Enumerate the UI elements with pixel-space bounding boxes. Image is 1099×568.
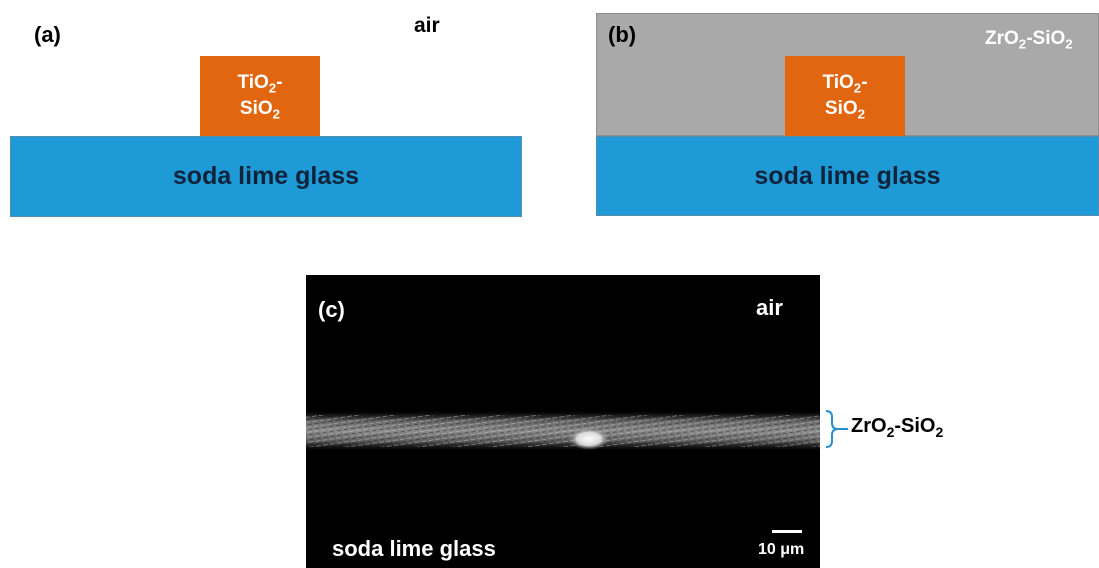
- panel-a-air-label: air: [414, 14, 440, 37]
- panel-b-film-line2: SiO2: [824, 98, 866, 122]
- panel-c-micrograph: (c) air soda lime glass 10 μm: [306, 275, 820, 568]
- panel-a-tio2-sio2-film: TiO2- SiO2: [200, 56, 320, 136]
- zro2-sio2-layer-label: ZrO2-SiO2: [851, 415, 944, 440]
- panel-b-label: (b): [608, 22, 637, 47]
- panel-c-label: (c): [318, 297, 345, 322]
- scale-bar: [772, 530, 802, 533]
- panel-b-tio2-sio2-film: TiO2- SiO2: [785, 56, 905, 136]
- panel-b-film-line1: TiO2-: [822, 72, 868, 96]
- micrograph-image: [306, 410, 820, 452]
- panel-a-film-line2: SiO2: [239, 98, 281, 122]
- panel-b-substrate-label: soda lime glass: [754, 161, 941, 190]
- bright-particle: [569, 428, 609, 450]
- panel-b-glass-substrate: soda lime glass: [596, 136, 1099, 216]
- scale-bar-label: 10 μm: [758, 541, 805, 558]
- layer-bracket: [825, 410, 848, 448]
- panel-c-substrate-label: soda lime glass: [332, 536, 496, 561]
- layer-texture: [306, 415, 820, 447]
- panel-a-substrate-label: soda lime glass: [172, 162, 360, 190]
- panel-b-coating-label: ZrO2-SiO2: [985, 28, 1073, 52]
- panel-c-air-label: air: [756, 295, 783, 320]
- panel-a-label: (a): [34, 22, 61, 47]
- panel-a-glass-substrate: soda lime glass: [10, 136, 522, 217]
- panel-a-film-line1: TiO2-: [237, 72, 283, 96]
